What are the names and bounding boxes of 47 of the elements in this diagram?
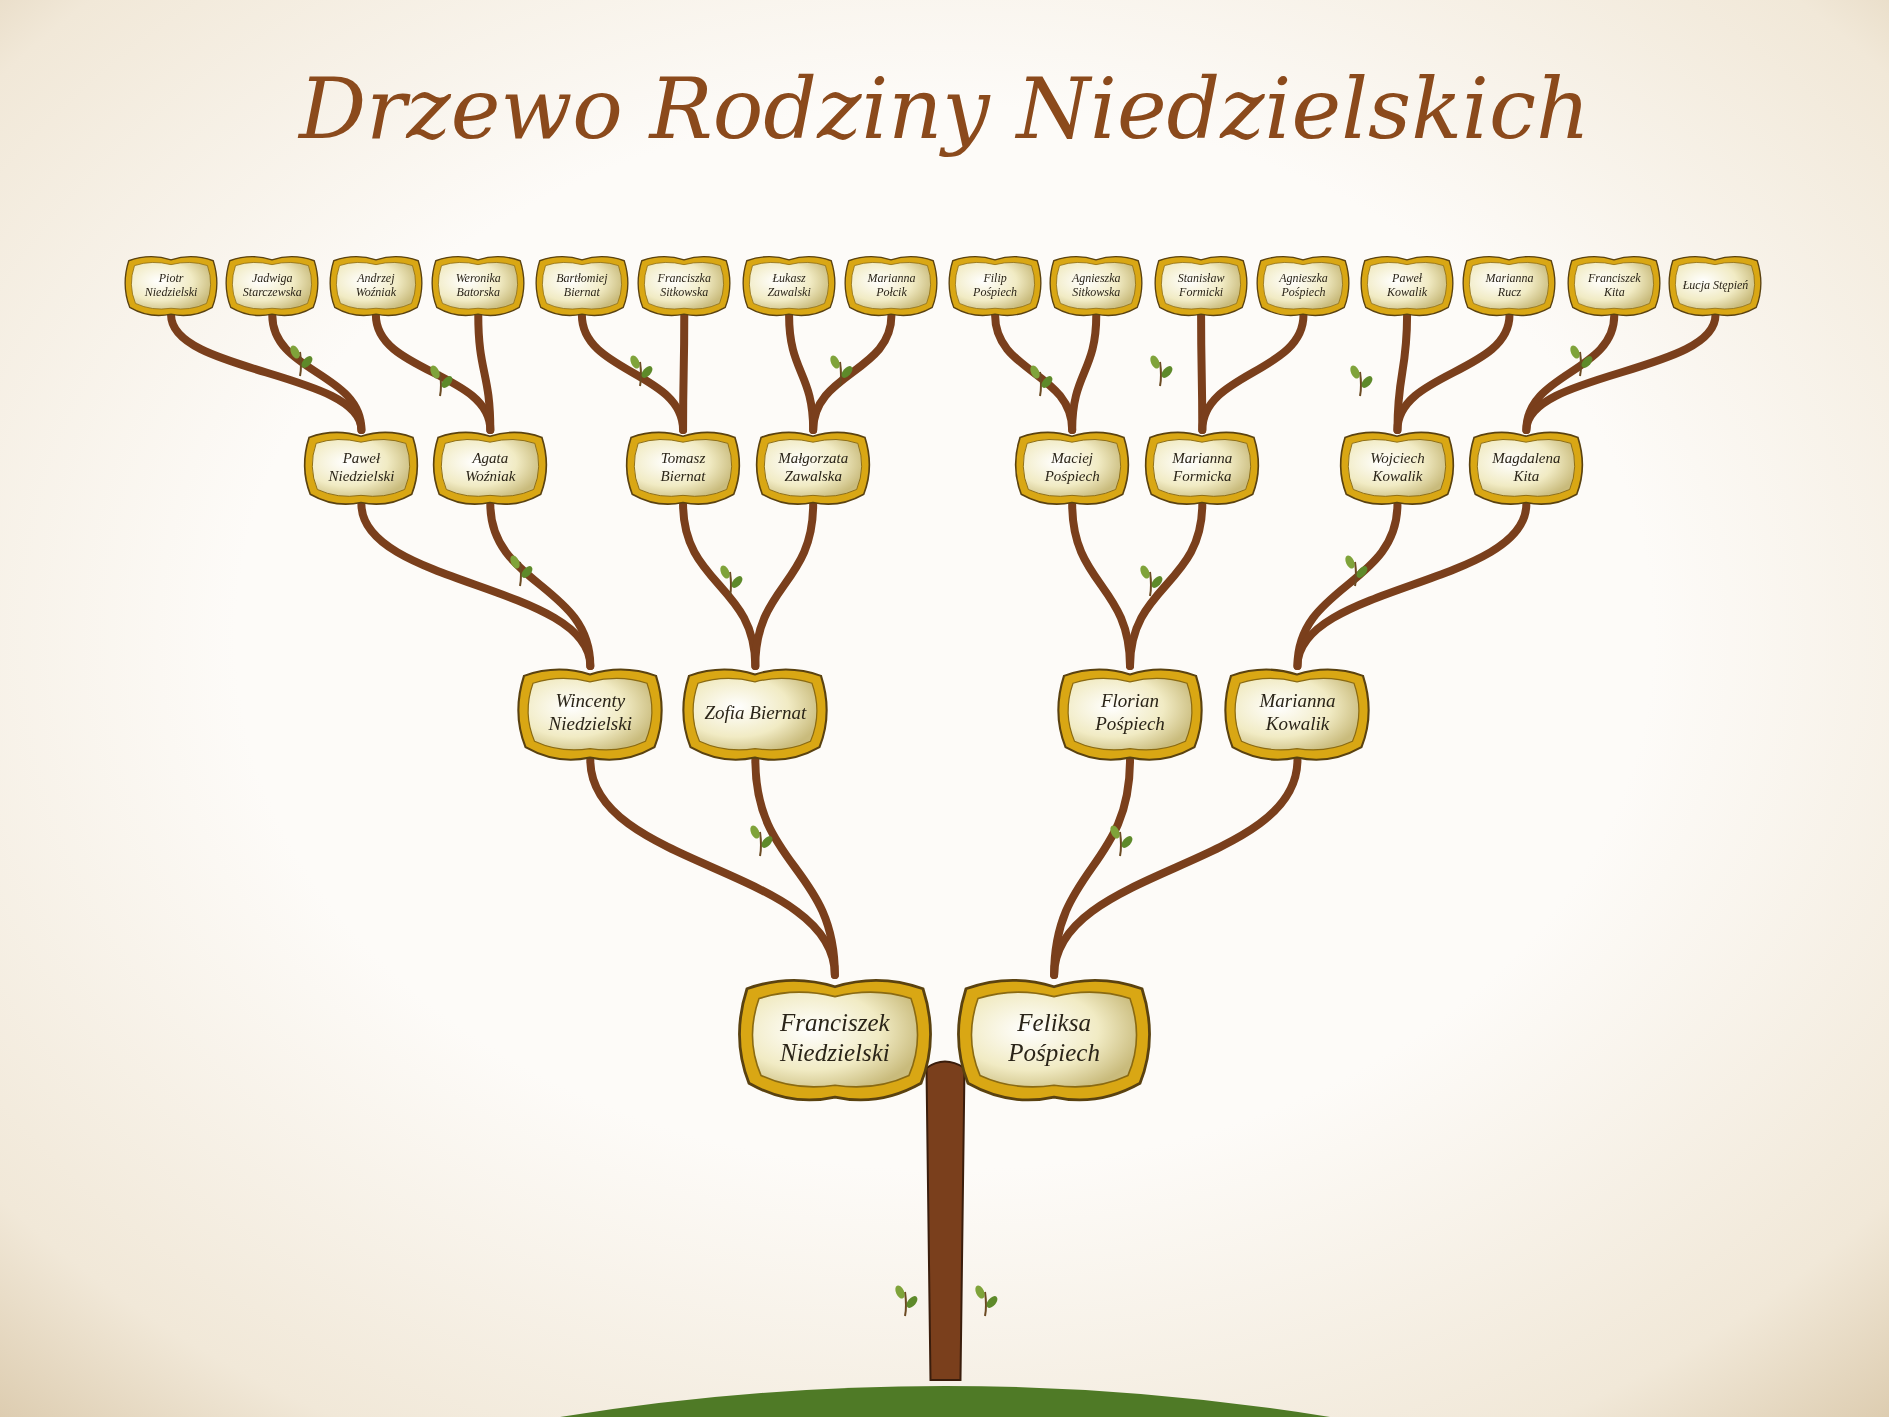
person-name: Łukasz Zawalski: [766, 270, 812, 300]
person-name: Marianna Kowalik: [1258, 690, 1337, 736]
person-name: Magdalena Kita: [1491, 449, 1562, 485]
name-plaque: [430, 253, 527, 317]
person-name: Filip Pośpiech: [972, 270, 1019, 300]
name-plaque: [533, 253, 630, 317]
name-plaque: [1255, 253, 1352, 317]
person-name: Feliksa Pośpiech: [1007, 1008, 1101, 1068]
person-name: Paweł Niedzielski: [327, 449, 396, 485]
person-name: Wojciech Kowalik: [1369, 449, 1426, 485]
person-name: Florian Pośpiech: [1094, 690, 1166, 736]
name-plaque: [1667, 253, 1764, 317]
name-plaque: [1359, 253, 1456, 317]
person-name: Tomasz Biernat: [659, 449, 707, 485]
person-name: Marianna Połcik: [866, 270, 917, 300]
person-name: Franciszek Kita: [1586, 270, 1642, 300]
person-name: Paweł Kowalik: [1386, 270, 1429, 300]
person-name: Andrzej Woźniak: [354, 270, 397, 300]
person-name: Marianna Rucz: [1484, 270, 1535, 300]
name-plaque: [1048, 253, 1145, 317]
name-plaque: [327, 253, 424, 317]
person-name: Agnieszka Pośpiech: [1278, 270, 1329, 300]
title: Drzewo Rodziny Niedzielskich: [298, 60, 1591, 158]
person-name: Weronika Batorska: [454, 270, 502, 300]
person-name: Agata Woźniak: [464, 449, 517, 485]
person-name: Wincenty Niedzielski: [547, 690, 633, 736]
name-plaque: [843, 253, 940, 317]
person-name: Jadwiga Starczewska: [241, 270, 303, 300]
name-plaque: [224, 253, 321, 317]
name-plaque: [1461, 253, 1558, 317]
name-plaque: [1153, 253, 1250, 317]
name-plaque: [1566, 253, 1663, 317]
person-name: Stanisław Formicki: [1176, 270, 1226, 300]
person-name: Małgorzata Zawalska: [777, 449, 850, 485]
person-name: Bartłomiej Biernat: [555, 270, 609, 300]
person-name: Łucja Stępień: [1682, 277, 1749, 293]
person-name: Piotr Niedzielski: [143, 270, 199, 300]
person-name: Marianna Formicka: [1171, 449, 1234, 485]
name-plaque: [123, 253, 220, 317]
name-plaque: [741, 253, 838, 317]
person-name: Agnieszka Sitkowska: [1070, 270, 1122, 300]
name-plaque: [947, 253, 1044, 317]
person-name: Zofia Biernat: [704, 701, 807, 725]
person-name: Maciej Pośpiech: [1043, 449, 1101, 485]
name-plaque: [636, 253, 733, 317]
person-name: Franciszek Niedzielski: [779, 1008, 891, 1068]
person-name: Franciszka Sitkowska: [656, 270, 712, 300]
